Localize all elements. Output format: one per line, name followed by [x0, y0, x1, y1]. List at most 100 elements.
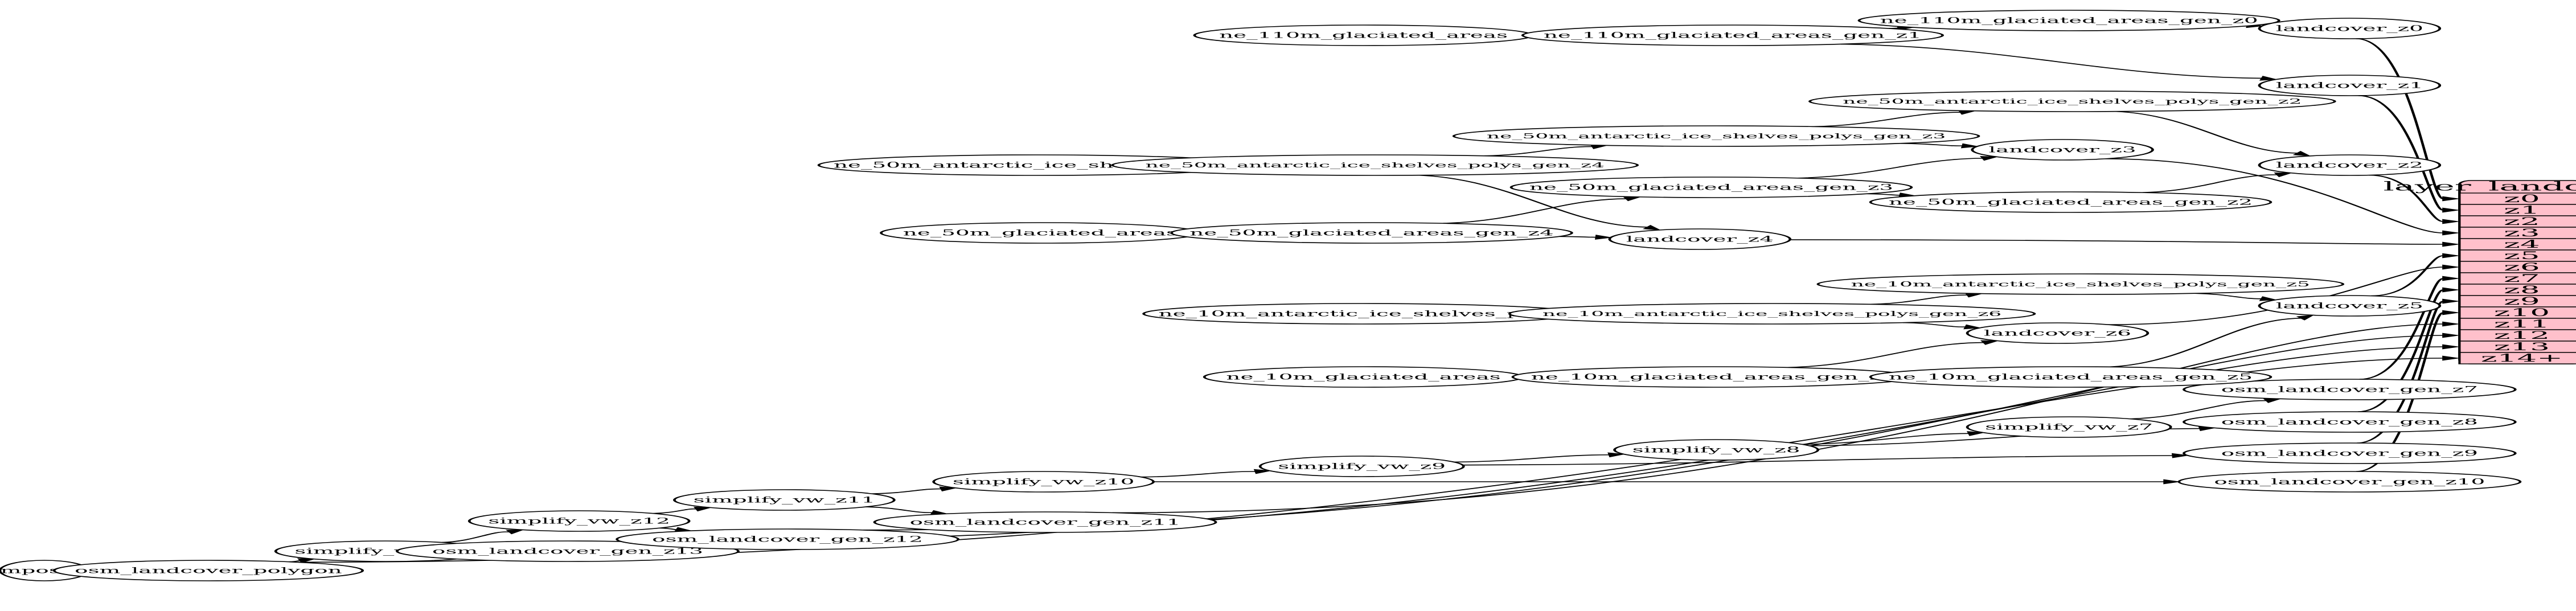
- record-row-z13[interactable]: z13: [2458, 340, 2576, 353]
- record-row-z7[interactable]: z7: [2458, 272, 2576, 285]
- node-shape: [1111, 154, 1639, 176]
- record-row-z14+[interactable]: z14+: [2458, 351, 2576, 364]
- edge-arrowhead: [1966, 431, 1986, 436]
- graph-node-ne_110m_glaciated_areas[interactable]: ne_110m_glaciated_areas: [1193, 24, 1534, 46]
- graph-node-ne_10m_antarctic_ice_shelves_polys_gen_z6[interactable]: ne_10m_antarctic_ice_shelves_polys_gen_z…: [1508, 303, 2036, 325]
- record-row-z11[interactable]: z11: [2458, 317, 2576, 330]
- graph-node-landcover_z1[interactable]: landcover_z1: [2258, 75, 2442, 96]
- graph-node-ne_50m_glaciated_areas_gen_z3[interactable]: ne_50m_glaciated_areas_gen_z3: [1509, 177, 1913, 198]
- edge-arrowhead: [1642, 225, 1662, 231]
- node-label: simplify_vw_z11: [694, 495, 876, 505]
- graph-edge: [2110, 314, 2315, 368]
- edge-line: [2195, 293, 2262, 300]
- graph-node-landcover_z0[interactable]: landcover_z0: [2258, 18, 2442, 39]
- node-shape: [1808, 91, 2336, 112]
- graph-node-ne_50m_antarctic_ice_shelves_polys_gen_z4[interactable]: ne_50m_antarctic_ice_shelves_polys_gen_z…: [1111, 154, 1639, 176]
- node-shape: [873, 511, 1217, 533]
- node-label: ne_50m_glaciated_areas_gen_z3: [1529, 183, 1893, 192]
- graph-node-landcover_z5[interactable]: landcover_z5: [2258, 295, 2442, 317]
- node-shape: [673, 489, 896, 511]
- record-row-z2[interactable]: z2: [2458, 215, 2576, 228]
- edge-arrowhead: [2442, 207, 2460, 213]
- edge-line: [2368, 174, 2444, 222]
- graph-node-simplify_vw_z10[interactable]: simplify_vw_z10: [932, 471, 1155, 493]
- graph-edge: [1112, 321, 2460, 514]
- graph-node-landcover_z4[interactable]: landcover_z4: [1608, 228, 1792, 250]
- graph-node-ne_50m_antarctic_ice_shelves_polys_gen_z3[interactable]: ne_50m_antarctic_ice_shelves_polys_gen_z…: [1452, 125, 1980, 147]
- edge-arrowhead: [2163, 479, 2181, 485]
- record-row-z3[interactable]: z3: [2458, 226, 2576, 239]
- graph-node-osm_landcover_gen_z9[interactable]: osm_landcover_gen_z9: [2183, 442, 2517, 464]
- graph-node-landcover_z6[interactable]: landcover_z6: [1966, 322, 2150, 344]
- graph-node-ne_50m_glaciated_areas[interactable]: ne_50m_glaciated_areas: [880, 222, 1201, 244]
- graph-node-landcover_z2[interactable]: landcover_z2: [2258, 154, 2442, 176]
- graph-node-ne_50m_glaciated_areas_gen_z2[interactable]: ne_50m_glaciated_areas_gen_z2: [1869, 191, 2273, 213]
- record-row-z10[interactable]: z10: [2458, 306, 2576, 319]
- edge-line: [2116, 110, 2298, 154]
- graph-edge: [1902, 322, 1983, 330]
- node-label: ne_10m_glaciated_areas: [1226, 372, 1500, 382]
- graph-node-ne_10m_glaciated_areas_gen_z6[interactable]: ne_10m_glaciated_areas_gen_z6: [1511, 366, 1915, 388]
- node-label: ne_50m_glaciated_areas_gen_z2: [1889, 198, 2253, 207]
- graph-node-simplify_vw_z8[interactable]: simplify_vw_z8: [1613, 439, 1820, 461]
- node-label: ne_110m_glaciated_areas_gen_z1: [1544, 31, 1922, 40]
- record-row-z8[interactable]: z8: [2458, 283, 2576, 296]
- record-row-z6[interactable]: z6: [2458, 260, 2576, 273]
- graph-node-osm_landcover_gen_z12[interactable]: osm_landcover_gen_z12: [616, 528, 960, 550]
- record-row-z4[interactable]: z4: [2458, 237, 2576, 251]
- edge-line: [1901, 142, 1963, 146]
- node-shape: [1509, 177, 1913, 198]
- edge-arrowhead: [1594, 235, 1613, 240]
- graph-node-ne_50m_glaciated_areas_gen_z4[interactable]: ne_50m_glaciated_areas_gen_z4: [1170, 222, 1573, 244]
- edge-line: [1419, 174, 1648, 228]
- record-row-z5[interactable]: z5: [2458, 249, 2576, 262]
- record-row-label: z12: [2494, 329, 2550, 341]
- graph-node-osm_landcover_gen_z13[interactable]: osm_landcover_gen_z13: [396, 540, 740, 562]
- node-label: osm_landcover_polygon: [75, 566, 342, 575]
- graph-edge: [2116, 110, 2312, 157]
- node-label: landcover_z6: [1984, 329, 2131, 338]
- graph-edge: [2357, 287, 2460, 412]
- graph-node-osm_landcover_gen_z7[interactable]: osm_landcover_gen_z7: [2183, 379, 2517, 400]
- record-row-label: z2: [2504, 215, 2540, 227]
- edge-line: [442, 531, 510, 543]
- graph-node-ne_10m_glaciated_areas_gen_z5[interactable]: ne_10m_glaciated_areas_gen_z5: [1869, 366, 2273, 388]
- record-row-label: z4: [2504, 237, 2540, 250]
- graph-node-ne_10m_glaciated_areas[interactable]: ne_10m_glaciated_areas: [1203, 366, 1524, 388]
- node-shape: [1971, 139, 2154, 161]
- graph-node-landcover_z3[interactable]: landcover_z3: [1971, 139, 2154, 161]
- graph-node-simplify_vw_z7[interactable]: simplify_vw_z7: [1966, 416, 2172, 438]
- node-label: simplify_vw_z9: [1278, 462, 1446, 471]
- graph-node-simplify_vw_z11[interactable]: simplify_vw_z11: [673, 489, 896, 511]
- node-shape: [396, 540, 740, 562]
- record-row-label: z9: [2504, 294, 2540, 307]
- graph-node-osm_landcover_gen_z8[interactable]: osm_landcover_gen_z8: [2183, 411, 2517, 433]
- graph-node-simplify_vw_z12[interactable]: simplify_vw_z12: [467, 510, 691, 532]
- record-row-z0[interactable]: z0: [2458, 192, 2576, 205]
- node-shape: [1816, 273, 2345, 295]
- graph-node-simplify_vw_z9[interactable]: simplify_vw_z9: [1258, 456, 1465, 477]
- graph-node-ne_10m_antarctic_ice_shelves_polys_gen_z5[interactable]: ne_10m_antarctic_ice_shelves_polys_gen_z…: [1816, 273, 2345, 295]
- graph-edge: [1814, 110, 1977, 128]
- graph-edge: [442, 529, 525, 543]
- node-label: ne_50m_antarctic_ice_shelves_polys_gen_z…: [1146, 161, 1605, 169]
- graph-node-ne_110m_glaciated_areas_gen_z0[interactable]: ne_110m_glaciated_areas_gen_z0: [1857, 10, 2280, 31]
- record-row-z1[interactable]: z1: [2458, 203, 2576, 216]
- graph-node-ne_110m_glaciated_areas_gen_z1[interactable]: ne_110m_glaciated_areas_gen_z1: [1521, 24, 1945, 46]
- graph-node-osm_landcover_gen_z10[interactable]: osm_landcover_gen_z10: [2177, 471, 2522, 493]
- node-label: simplify_vw_z12: [488, 516, 670, 526]
- graph-edge: [1798, 155, 1999, 179]
- record-row-z9[interactable]: z9: [2458, 294, 2576, 307]
- edge-line: [2357, 289, 2444, 412]
- graph-node-osm_landcover_gen_z11[interactable]: osm_landcover_gen_z11: [873, 511, 1217, 533]
- graph-node-osm_landcover_polygon[interactable]: osm_landcover_polygon: [52, 560, 364, 581]
- edge-line: [1141, 471, 1256, 478]
- record-row-z12[interactable]: z12: [2458, 329, 2576, 342]
- graph-edge: [1871, 293, 1984, 305]
- node-shape: [1258, 456, 1465, 477]
- graph-node-ne_50m_antarctic_ice_shelves_polys_gen_z2[interactable]: ne_50m_antarctic_ice_shelves_polys_gen_z…: [1808, 91, 2336, 112]
- edge-arrowhead: [693, 506, 713, 512]
- edge-arrowhead: [1607, 452, 1626, 458]
- record-row-label: z3: [2504, 226, 2540, 239]
